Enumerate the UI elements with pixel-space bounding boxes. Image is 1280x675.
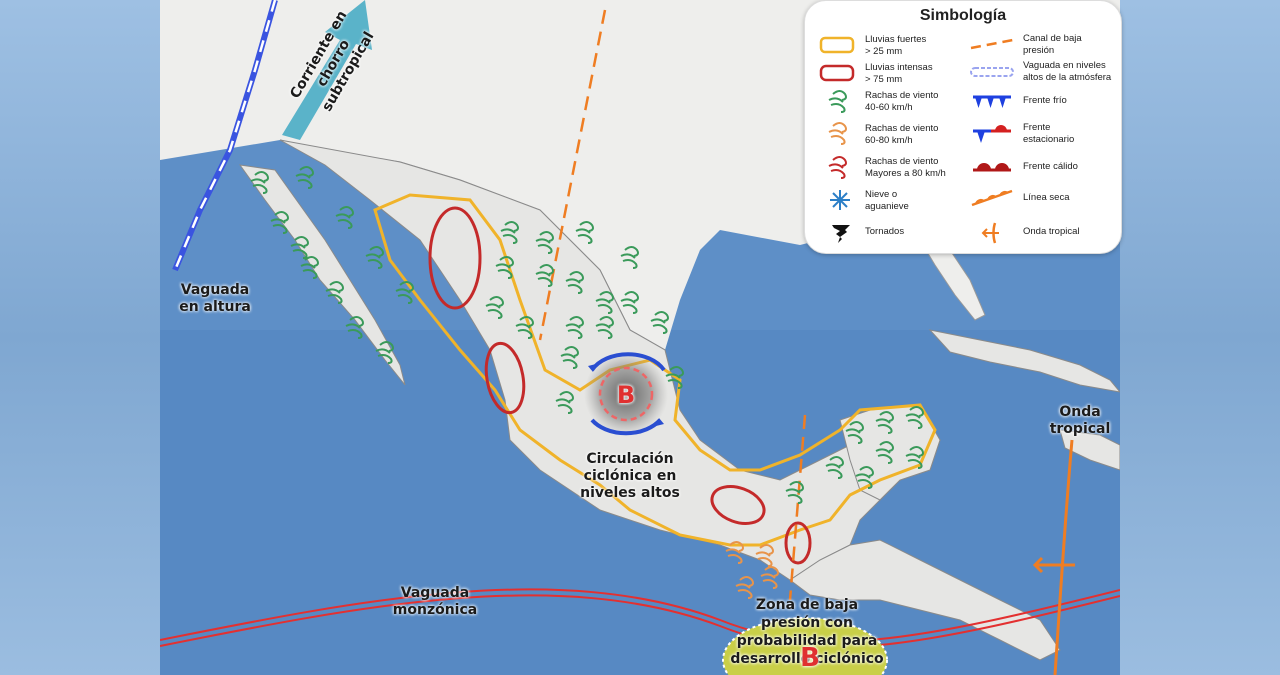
heavy-rain-outline-icon	[819, 36, 855, 54]
legend-text-cold-front: Frente frío	[1023, 95, 1067, 106]
upper-trough-dashes	[173, 0, 277, 271]
cyclonic-arrowhead-south	[656, 418, 664, 426]
tornado-icon	[832, 225, 850, 243]
legend-text-heavy-rain: Lluvias fuertes > 25 mm	[865, 34, 927, 57]
dry-line-icon	[971, 189, 1013, 207]
wind-60-80-icon	[828, 122, 847, 145]
label-tropical-wave: Onda tropical	[1049, 404, 1111, 437]
cyclonic-arrow-north	[590, 352, 666, 372]
cyclonic-development-zone	[722, 617, 888, 675]
monsoon-trough-line-b	[160, 594, 1120, 649]
label-monsoon-trough: Vaguada monzónica	[392, 585, 478, 618]
legend-text-warm-front: Frente cálido	[1023, 161, 1078, 172]
label-trough-aloft: Vaguada en altura	[179, 282, 251, 315]
tropical-wave-icon	[981, 222, 999, 244]
snowflake-icon	[830, 190, 850, 210]
florida	[918, 239, 986, 321]
cyclonic-low-glow	[584, 352, 668, 436]
cyclonic-arrowhead-north	[588, 364, 596, 372]
low-pressure-channel-north	[538, 9, 607, 341]
label-cyclonic-circulation: Circulación ciclónica en niveles altos	[580, 451, 680, 501]
wind-over-80-icon	[828, 156, 847, 179]
tropical-wave-line	[1053, 439, 1074, 675]
cuba	[928, 329, 1120, 393]
legend-text-low-pressure-channel: Canal de baja presión	[1023, 33, 1082, 56]
intense-rain-area-north	[428, 206, 482, 310]
cyclonic-arrow-south	[590, 418, 662, 436]
hispaniola	[1059, 429, 1120, 471]
cold-front-icon	[973, 95, 1011, 108]
monsoon-trough-line-a	[160, 588, 1120, 643]
label-low-pressure-zone: Zona de baja presión con probabilidad pa…	[730, 597, 884, 667]
intense-rain-area-chiapas	[784, 521, 812, 565]
warm-front-icon	[973, 163, 1011, 172]
upper-trough-icon	[970, 67, 1014, 77]
label-low-center: B	[616, 381, 636, 409]
intense-rain-area-west	[484, 341, 526, 415]
legend-text-snow: Nieve o aguanieve	[865, 189, 909, 212]
tropical-wave-arrow	[1032, 556, 1075, 574]
low-pressure-channel-icon	[970, 38, 1014, 50]
blurred-left-margin	[0, 0, 160, 675]
stationary-front-icon	[973, 125, 1011, 143]
blurred-right-margin	[1120, 0, 1280, 675]
legend-text-dry-line: Línea seca	[1023, 192, 1070, 203]
legend-text-wind-40-60: Rachas de viento 40-60 km/h	[865, 90, 939, 113]
wind-40-60-icon	[828, 90, 847, 113]
legend-title: Simbología	[919, 7, 1007, 24]
intense-rain-area-veracruz	[710, 485, 766, 525]
cyclonic-low-ring	[598, 366, 654, 422]
legend-panel: Simbología Lluvias fuertes	[804, 0, 1122, 254]
legend-text-upper-trough: Vaguada en niveles altos de la atmósfera	[1023, 60, 1112, 83]
legend-text-wind-over-80: Rachas de viento Mayores a 80 km/h	[865, 156, 946, 179]
heavy-rain-outline	[373, 193, 937, 547]
legend-text-stationary-front: Frente estacionario	[1023, 122, 1075, 145]
legend-text-tropical-wave: Onda tropical	[1023, 226, 1080, 237]
low-pressure-channel-south	[788, 414, 807, 601]
legend-text-tornado: Tornados	[865, 226, 905, 237]
label-low-south: B	[800, 643, 820, 673]
legend-text-wind-60-80: Rachas de viento 60-80 km/h	[865, 123, 939, 146]
central-america	[789, 539, 1061, 661]
jet-stream-arrow	[282, 0, 372, 140]
intense-rain-outline-icon	[819, 64, 855, 82]
legend-text-intense-rain: Lluvias intensas > 75 mm	[865, 62, 933, 85]
